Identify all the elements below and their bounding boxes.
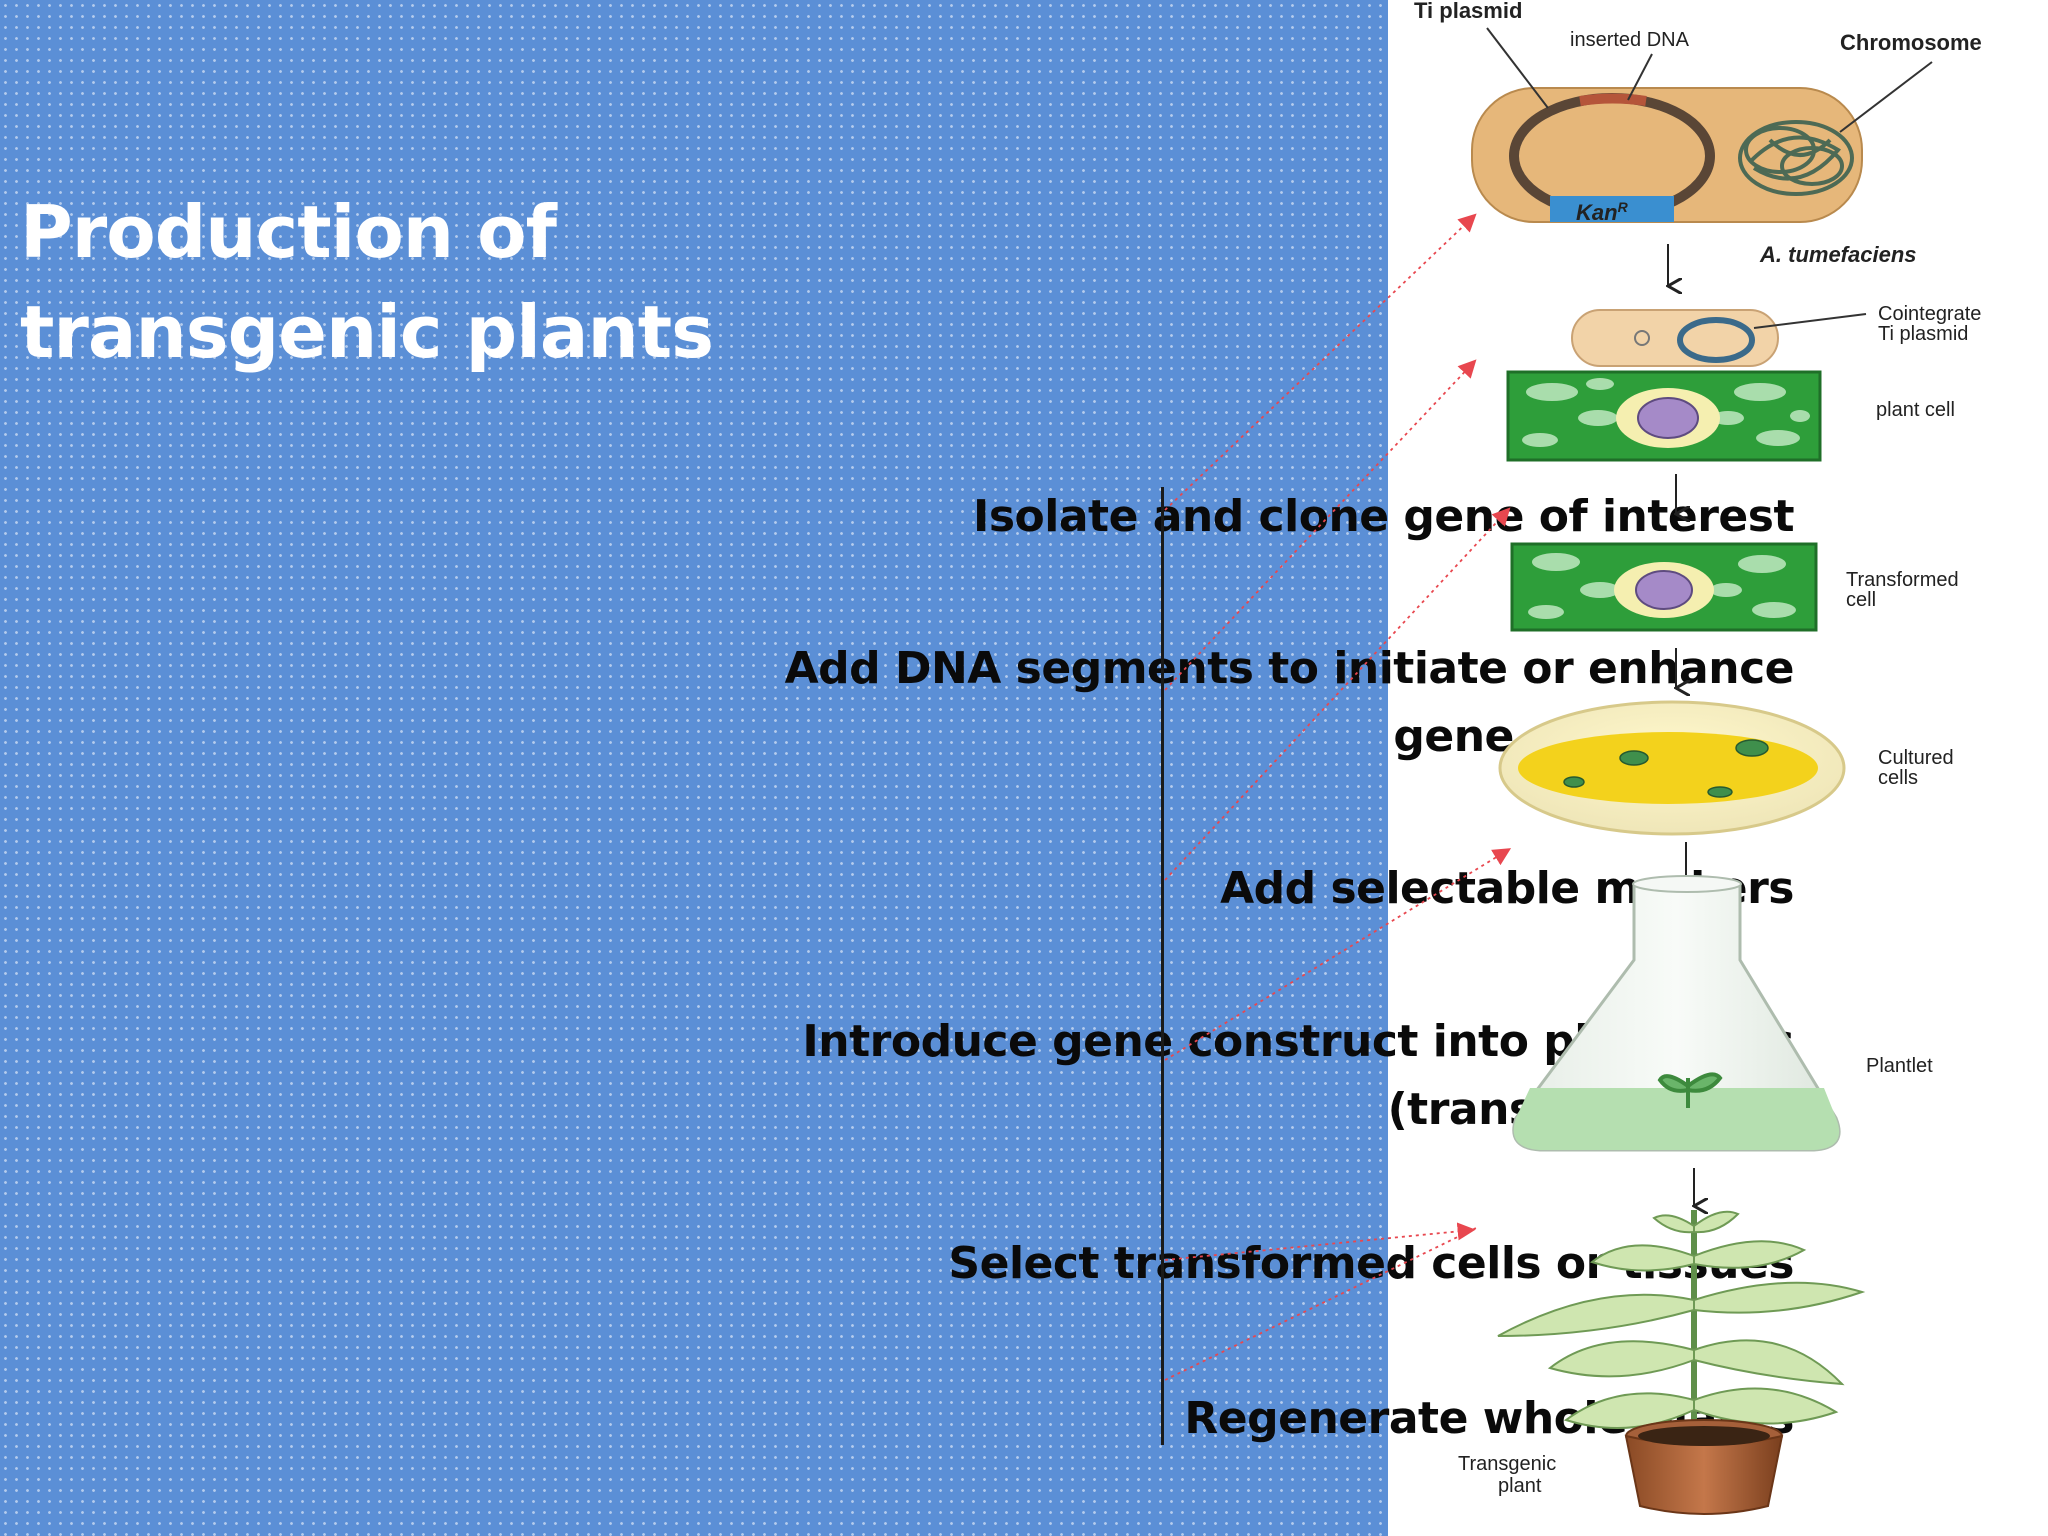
bacterium-stage: KanR Ti plasmid inserted DNA Chromosome … [1414, 0, 1982, 267]
nucleus [1637, 397, 1699, 439]
pointer-lines [1164, 213, 1512, 1381]
ti-plasmid-leader [1486, 27, 1549, 109]
inserted-dna-label: inserted DNA [1570, 29, 1690, 51]
cointegrate-label-2: Ti plasmid [1878, 323, 1968, 345]
cultured-label-2: cells [1878, 767, 1918, 789]
plant-cell-label: plant cell [1876, 399, 1955, 421]
step-text: Isolate and clone gene of interest [972, 491, 1795, 542]
pointer-line-2 [1164, 359, 1477, 691]
cointegrate-leader [1753, 313, 1867, 329]
transformed-label-2: cell [1846, 589, 1876, 611]
agar-medium [1518, 732, 1818, 804]
chromosome-coil [1738, 120, 1854, 196]
inserted-dna-leader [1627, 53, 1653, 101]
flask-medium [1513, 1088, 1840, 1150]
kan-marker-box [1550, 196, 1674, 222]
transgenic-label-1: Transgenic [1458, 1453, 1556, 1475]
left-panel [0, 0, 1388, 1536]
step-isolate-clone: Isolate and clone gene of interest [972, 483, 1795, 551]
transgenic-plant-stage: Transgenic plant [1458, 1210, 1866, 1515]
step-text: Add DNA segments to initiate or enhance [784, 643, 1795, 694]
slide-title-line-2: transgenic plants [20, 290, 714, 374]
flask-stage: Plantlet [1512, 875, 1933, 1152]
transformed-cell-stage: Transformed cell [1510, 542, 1959, 632]
transgenic-label-2: plant [1498, 1475, 1542, 1497]
chromosome-label: Chromosome [1840, 30, 1982, 55]
chromosome-leader [1839, 61, 1933, 133]
plant-cell-stage: Cointegrate Ti plasmid plant cell [1506, 303, 1981, 462]
pointer-line-1 [1164, 213, 1477, 511]
transformed-label-1: Transformed [1846, 569, 1959, 591]
cointegrate-bacterium [1571, 309, 1779, 367]
vertical-divider [1161, 487, 1164, 1445]
slide-title-line-1: Production of [20, 190, 557, 274]
a-tumefaciens-label: A. tumefaciens [1759, 242, 1917, 267]
ti-plasmid-label: Ti plasmid [1414, 0, 1522, 23]
pointer-line-5 [1164, 1222, 1476, 1261]
plant-leaves [1497, 1210, 1866, 1429]
pointer-line-3 [1164, 507, 1511, 881]
pointer-line-6 [1164, 1227, 1477, 1381]
petri-dish-stage: Cultured cells [1498, 700, 1954, 836]
transformed-nucleus [1635, 570, 1693, 610]
transformed-vacuoles [1528, 553, 1796, 619]
pointer-line-4 [1164, 848, 1512, 1061]
pot [1624, 1434, 1784, 1515]
cointegrate-label-1: Cointegrate [1878, 303, 1981, 325]
cell-vacuoles [1522, 378, 1810, 447]
flask-mouth [1632, 875, 1742, 893]
cultured-label-1: Cultured [1878, 747, 1954, 769]
cointegrate-ring [1677, 317, 1755, 363]
slide-title: Production of transgenic plants [20, 182, 714, 382]
plantlet-label: Plantlet [1866, 1055, 1933, 1077]
mini-chromosome [1634, 330, 1650, 346]
kan-label: KanR [1576, 199, 1629, 225]
cell-colonies [1563, 739, 1769, 798]
inserted-dna-segment [1579, 93, 1647, 106]
pot-soil [1638, 1426, 1770, 1446]
plantlet [1657, 1072, 1723, 1108]
